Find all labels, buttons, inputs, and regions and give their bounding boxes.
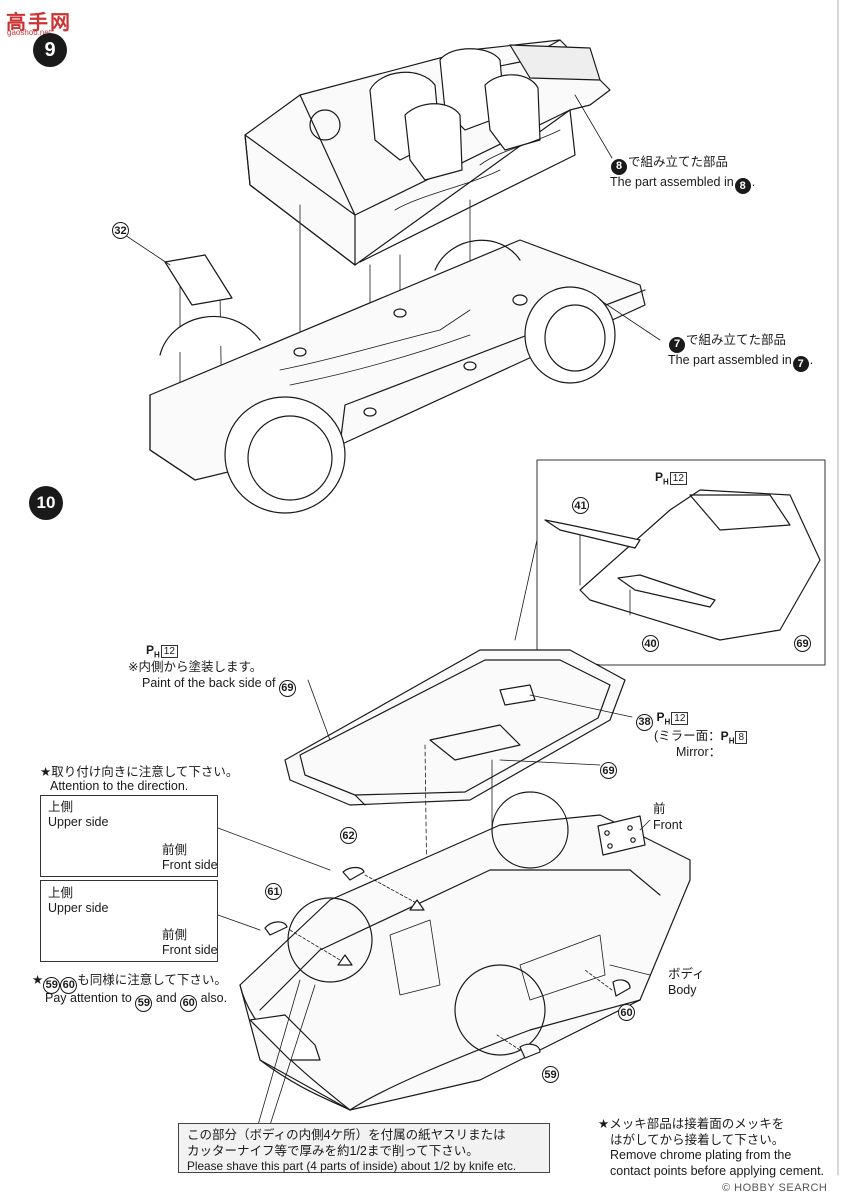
part-32-drawing [164,254,233,306]
front-label-jp: 前 [653,802,666,816]
part-38-label: 38 [636,714,653,731]
hobby-search-watermark: © HOBBY SEARCH [722,1182,828,1194]
part-59-label: 59 [542,1066,559,1083]
mirror-note-en: Mirror： [676,745,722,759]
chrome-note-en-2: contact points before applying cement. [610,1163,825,1178]
chrome-note: ★メッキ部品は接着面のメッキを はがしてから接着して下さい。 Remove ch… [598,1117,824,1179]
upper-side-en-2: Upper side [48,901,109,915]
front-side-en-2: Front side [162,943,218,957]
part-60-label: 60 [618,1004,635,1021]
part-60-drawing [612,979,631,997]
direction-box-1 [40,795,218,877]
interior-tub-drawing [244,39,611,266]
chrome-note-jp-1: ★メッキ部品は接着面のメッキを [598,1117,785,1131]
step-7-ref-en: 7 [792,356,809,372]
part-41-label: 41 [572,497,589,514]
upper-side-en-1: Upper side [48,815,109,829]
part-59-drawing [519,1043,541,1059]
part-69-label: 69 [600,762,617,779]
chrome-note-jp-2: はがしてから接着して下さい。 [610,1132,785,1147]
same-en-c: also. [200,991,228,1005]
paint-note-num: 69 [278,680,296,697]
part-32-label: 32 [112,222,129,239]
upper-side-jp-1: 上側 [48,800,74,814]
paint-note-jp: ※内側から塗装します。 [128,660,263,674]
shave-note-en: Please shave this part (4 parts of insid… [187,1159,517,1173]
roof-glass-drawing [284,649,626,806]
front-label-en: Front [653,818,683,832]
step-8-ref-en: 8 [734,178,751,194]
chrome-note-en-1: Remove chrome plating from the [610,1148,792,1162]
same-en-b: and [155,991,177,1005]
same-attention-en: Pay attention to 59 and 60 also. [45,991,227,1012]
watermark-url: gaoshou.net [7,28,52,37]
chassis-drawing [149,239,646,514]
ref-60-en: 60 [180,995,198,1012]
upper-side-jp-2: 上側 [48,886,74,900]
callout-8-jp: で組み立てた部品 [628,155,729,169]
front-side-jp-2: 前側 [162,928,188,942]
part-40-label: 40 [642,635,659,652]
car-body-drawing [239,791,691,1111]
watermark-logo: 高手网 [6,6,72,35]
part-61-drawing [264,921,288,936]
step-10-badge: 10 [29,486,63,520]
paint-note-en: Paint of the back side of 69 [142,676,296,697]
step-9-badge: 9 [33,33,67,67]
direction-note-en: Attention to the direction. [50,779,189,793]
part-61-label: 61 [265,883,282,900]
callout-7-en: The part assembled in [668,352,792,367]
step-7-ref: 7 [669,336,685,353]
part-69-inset-label: 69 [794,635,811,652]
paint-note-en-text: Paint of the back side of [142,676,276,690]
front-side-jp-1: 前側 [162,843,188,857]
same-jp-text: も同様に注意して下さい。 [77,973,227,987]
body-label-jp: ボディ [668,967,705,981]
watermark-logo-text: 高手网 [6,12,72,34]
ref-59-en: 59 [135,995,153,1012]
step-8-ref: 8 [611,158,627,175]
callout-7-jp: で組み立てた部品 [686,333,787,347]
front-side-en-1: Front side [162,858,218,872]
direction-note-jp: ★取り付け向きに注意して下さい。 [40,765,239,779]
callout-8-en: The part assembled in [610,174,734,189]
shave-note-jp-2: カッターナイフ等で厚みを約1/2まで削って下さい。 [187,1143,479,1158]
ref-60: 60 [60,977,78,994]
inset-roof-drawing [544,489,821,641]
direction-box-2 [40,880,218,962]
ref-59: 59 [43,977,61,994]
shave-note-box: この部分（ボディの内側4ケ所）を付属の紙ヤスリまたは カッターナイフ等で厚みを約… [178,1123,550,1173]
part-62-label: 62 [340,827,357,844]
same-en-a: Pay attention to [45,991,132,1005]
part-62-drawing [342,866,365,881]
body-label-en: Body [668,983,697,997]
mirror-jp-text: (ミラー面： [654,729,721,743]
shave-note-jp-1: この部分（ボディの内側4ケ所）を付属の紙ヤスリまたは [187,1128,506,1142]
